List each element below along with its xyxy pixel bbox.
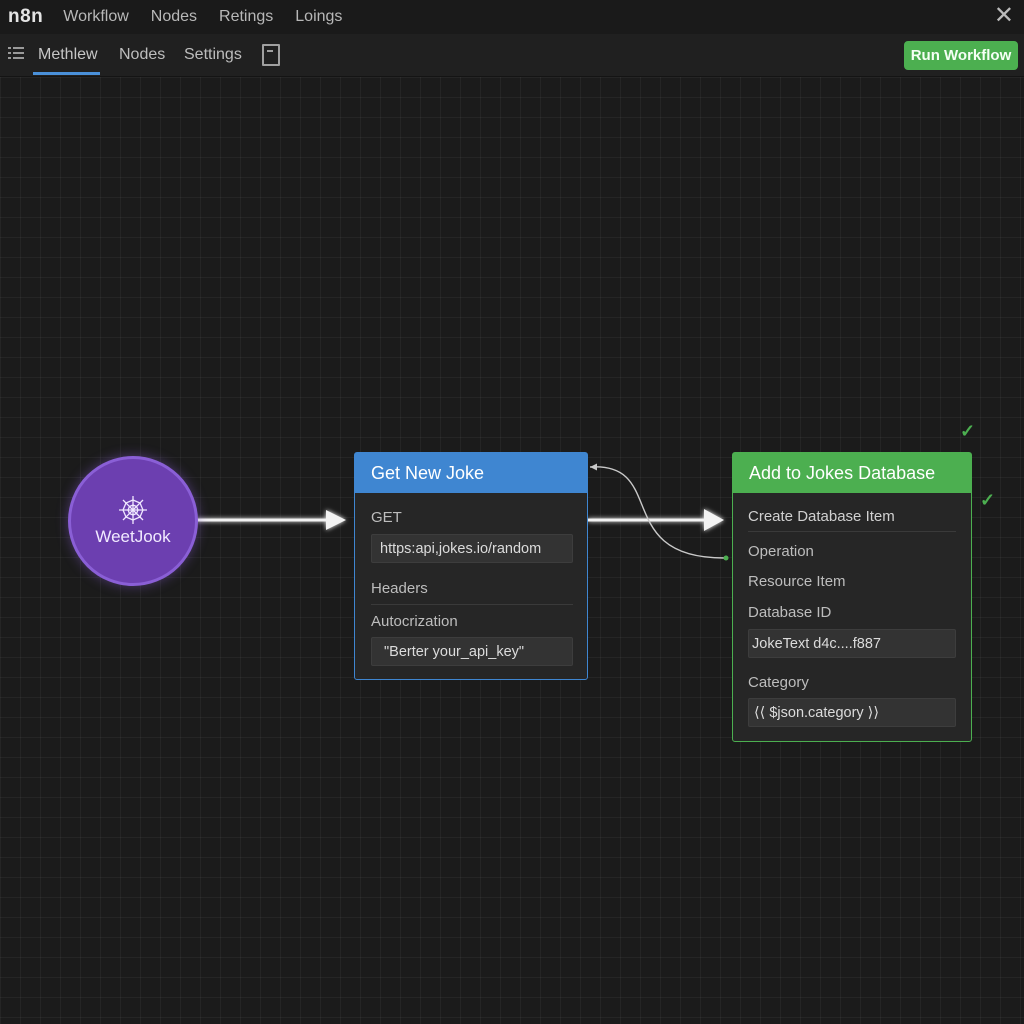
database-id-field[interactable]: JokeText d4c....f887 [748, 629, 956, 658]
http-method: GET [371, 509, 402, 526]
get-new-joke-node[interactable]: Get New Joke GET https:api,jokes.io/rand… [354, 452, 588, 680]
spider-web-icon [119, 496, 147, 524]
category-label: Category [748, 674, 809, 691]
menu-workflow[interactable]: Workflow [63, 8, 129, 25]
document-icon[interactable] [262, 44, 280, 66]
top-menu: Workflow Nodes Retings Loings [63, 8, 364, 26]
tab-settings[interactable]: Settings [184, 46, 242, 63]
hamburger-menu-icon[interactable] [8, 44, 24, 64]
menu-retings[interactable]: Retings [219, 8, 274, 25]
node-title: Add to Jokes Database [733, 453, 971, 493]
add-to-jokes-database-node[interactable]: Add to Jokes Database Create Database It… [732, 452, 972, 742]
menu-nodes[interactable]: Nodes [150, 8, 198, 25]
headers-label: Headers [371, 580, 428, 597]
connection-webhook-to-get-joke[interactable] [196, 510, 346, 530]
database-id-label: Database ID [748, 604, 832, 621]
operation-label: Operation [748, 543, 814, 560]
workflow-toolbar: Methlew Nodes Settings [0, 34, 1024, 77]
headers-divider [371, 604, 573, 605]
tab-nodes[interactable]: Nodes [119, 46, 166, 63]
webhook-label: WeetJook [95, 527, 171, 546]
success-check-icon: ✓ [960, 421, 976, 441]
menu-loings[interactable]: Loings [295, 8, 343, 25]
authorization-field[interactable]: "Berter your_api_key" [371, 637, 573, 666]
url-field[interactable]: https:api,jokes.io/random [371, 534, 573, 563]
authorization-label: Autocrization [371, 613, 458, 630]
action-divider [748, 531, 956, 532]
top-app-bar: n8n Workflow Nodes Retings Loings ✕ [0, 0, 1024, 34]
run-workflow-button[interactable]: Run Workflow [904, 41, 1018, 70]
resource-item-label: Resource Item [748, 573, 846, 590]
action-label: Create Database Item [748, 508, 895, 525]
tab-methlew[interactable]: Methlew [38, 46, 98, 63]
connection-get-joke-to-database[interactable] [588, 509, 724, 531]
success-check-icon: ✓ [980, 490, 996, 510]
active-tab-indicator [33, 72, 100, 75]
connection-curve-secondary[interactable] [589, 463, 729, 561]
node-title: Get New Joke [355, 453, 587, 493]
webhook-node[interactable]: WeetJook [68, 456, 198, 586]
close-icon[interactable]: ✕ [993, 2, 1014, 29]
n8n-logo: n8n [8, 6, 44, 27]
category-field[interactable]: ⟨⟨ $json.category ⟩⟩ [748, 698, 956, 727]
